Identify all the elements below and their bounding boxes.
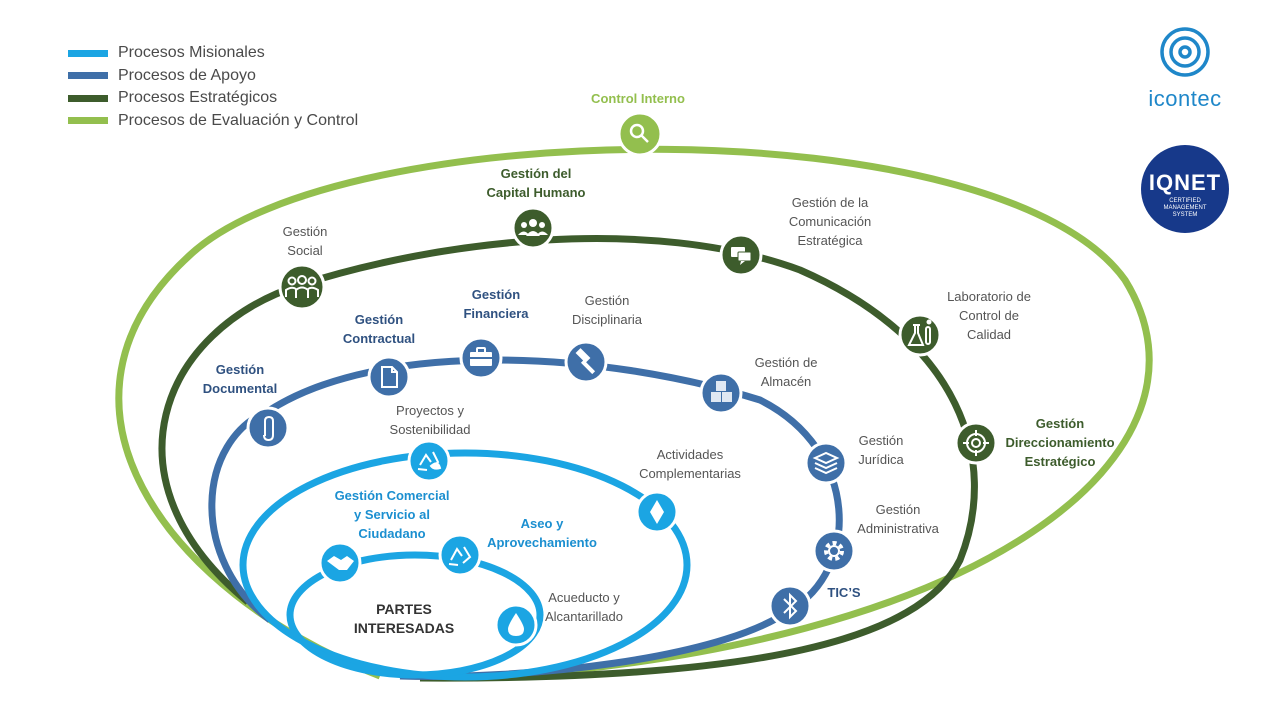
legend-item: Procesos Misionales xyxy=(68,42,358,65)
legend-swatch xyxy=(68,117,108,125)
chat-icon xyxy=(731,247,752,265)
node-tics[interactable] xyxy=(768,584,812,628)
ring-evaluacion xyxy=(115,145,1153,682)
recycle-leaf-icon xyxy=(417,451,442,471)
node-administrativa[interactable] xyxy=(812,529,856,573)
iqnet-seal-main: IQNET xyxy=(1148,170,1222,195)
ring-evaluacion-path xyxy=(115,145,1153,682)
water-drop-icon xyxy=(508,613,524,636)
gavel-icon xyxy=(575,348,596,375)
gear-icon xyxy=(824,541,844,561)
ring-misional-inner-path xyxy=(286,551,544,679)
team-icon xyxy=(518,219,548,236)
node-laboratorio[interactable] xyxy=(898,313,942,357)
legend-item: Procesos Estratégicos xyxy=(68,87,358,110)
handshake-icon xyxy=(327,556,354,570)
legend-label: Procesos de Apoyo xyxy=(118,66,256,84)
ring-apoyo-path xyxy=(208,356,843,680)
legend-swatch xyxy=(68,94,108,102)
ring-misional-outer xyxy=(239,449,691,681)
icontec-brand: icontec xyxy=(1138,84,1232,112)
node-social[interactable] xyxy=(278,263,326,311)
ring-apoyo xyxy=(208,356,843,680)
legend-item: Procesos de Apoyo xyxy=(68,65,358,88)
node-contractual[interactable] xyxy=(367,355,411,399)
legend-swatch xyxy=(68,72,108,80)
node-documental[interactable] xyxy=(246,406,290,450)
node-proyectos[interactable] xyxy=(407,439,451,483)
ring-misional-inner xyxy=(286,551,544,679)
paperclip-icon xyxy=(263,415,274,442)
node-direccionamiento[interactable] xyxy=(954,421,998,465)
legend-swatch xyxy=(68,49,108,57)
node-disciplinaria[interactable] xyxy=(564,340,608,384)
node-comunicacion[interactable] xyxy=(719,233,763,277)
books-icon xyxy=(812,451,840,475)
node-actividades[interactable] xyxy=(635,490,679,534)
node-juridica[interactable] xyxy=(804,441,848,485)
node-financiera[interactable] xyxy=(459,336,503,380)
legend-label: Procesos de Evaluación y Control xyxy=(118,111,359,129)
node-aseo[interactable] xyxy=(438,533,482,577)
icontec-logo-icon xyxy=(1160,27,1210,77)
node-almacen[interactable] xyxy=(699,371,743,415)
magnifier-icon xyxy=(629,123,649,143)
document-icon xyxy=(381,366,398,388)
ring-estrategico-path xyxy=(158,235,978,682)
label-tics: TIC’S xyxy=(827,585,861,600)
flask-icon xyxy=(907,319,932,346)
recycle-icon xyxy=(448,546,472,566)
people-icon xyxy=(285,275,319,298)
ring-misional-outer-path xyxy=(239,449,691,681)
node-comercial[interactable] xyxy=(318,541,362,585)
legend-item: Procesos de Evaluación y Control xyxy=(68,110,358,133)
target-icon xyxy=(963,430,989,456)
node-control-interno[interactable] xyxy=(617,111,663,157)
ring-estrategico xyxy=(158,235,978,682)
node-capital-humano[interactable] xyxy=(511,206,555,250)
bluetooth-icon xyxy=(783,592,798,620)
icontec-wordmark: icontec xyxy=(1148,86,1222,111)
legend-label: Procesos Misionales xyxy=(118,44,265,62)
diamond-icon xyxy=(650,500,664,524)
boxes-icon xyxy=(711,381,732,402)
briefcase-icon xyxy=(470,347,492,366)
legend-label: Procesos Estratégicos xyxy=(118,89,278,107)
legend: Procesos Misionales Procesos de Apoyo Pr… xyxy=(68,42,358,132)
label-control-interno: Control Interno xyxy=(591,91,685,106)
node-acueducto[interactable] xyxy=(494,603,538,647)
